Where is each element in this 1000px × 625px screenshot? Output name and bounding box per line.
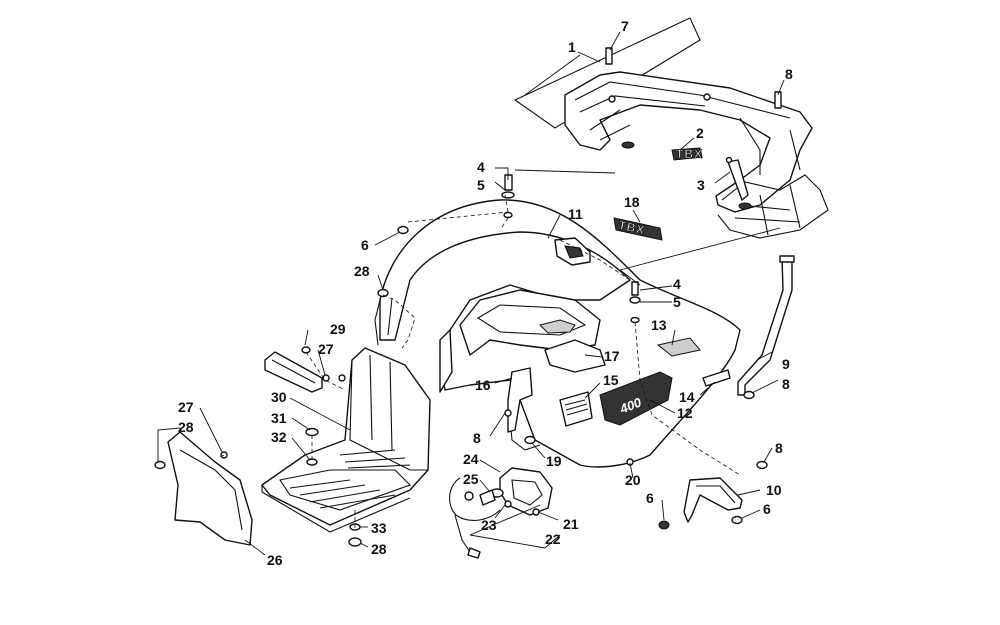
callout-32: 32: [271, 429, 287, 445]
callout-6a: 6: [361, 237, 369, 253]
callout-25: 25: [463, 471, 479, 487]
callout-11: 11: [568, 206, 583, 222]
callout-27b: 27: [178, 399, 194, 415]
callout-3: 3: [697, 177, 705, 193]
callout-16: 16: [475, 377, 491, 393]
callout-19: 19: [546, 453, 562, 469]
fender-decal: [656, 337, 701, 357]
callout-5a: 5: [477, 177, 485, 193]
callout-6c: 6: [763, 501, 771, 517]
callout-33: 33: [371, 520, 387, 536]
callouts: 1 2 3 4 5 4 5 6 6 6 7 8 8 8 8 9 10 11 12…: [178, 18, 793, 568]
brand-decal: TBX: [613, 217, 663, 241]
footwell: [261, 347, 431, 533]
rack-support-tube: [737, 257, 793, 396]
callout-24: 24: [463, 451, 479, 467]
fender-bracket: [507, 367, 533, 433]
leader-lines: [157, 31, 785, 556]
callout-15: 15: [603, 372, 619, 388]
assembly-lines: [217, 194, 741, 528]
brand-decal-text: TBX: [617, 218, 646, 237]
rear-rack: [513, 17, 829, 239]
callout-21: 21: [563, 516, 579, 532]
callout-4b: 4: [673, 276, 681, 292]
callout-9: 9: [782, 356, 790, 372]
callout-14: 14: [679, 389, 695, 405]
callout-28b: 28: [178, 419, 194, 435]
callout-8b: 8: [782, 376, 790, 392]
callout-23: 23: [481, 517, 497, 533]
hardware: [154, 47, 782, 547]
callout-13: 13: [651, 317, 667, 333]
callout-12: 12: [677, 405, 693, 421]
tube-cap: [779, 255, 795, 263]
tail-light-assembly: [449, 467, 561, 559]
callout-17: 17: [604, 348, 620, 364]
callout-20: 20: [625, 472, 641, 488]
callout-7: 7: [621, 18, 629, 34]
callout-8d: 8: [775, 440, 783, 456]
reflector: [702, 369, 731, 387]
callout-27a: 27: [318, 341, 334, 357]
model-decal: 400: [599, 371, 673, 426]
callout-28c: 28: [371, 541, 387, 557]
callout-8c: 8: [473, 430, 481, 446]
rack-emblem: TBX: [671, 147, 703, 161]
callout-22: 22: [545, 531, 561, 547]
callout-29: 29: [330, 321, 346, 337]
bumper-bracket: [683, 477, 743, 523]
callout-2: 2: [696, 125, 704, 141]
callout-28a: 28: [354, 263, 370, 279]
callout-1: 1: [568, 39, 576, 55]
callout-31: 31: [271, 410, 287, 426]
side-panel: [167, 431, 253, 546]
callout-30: 30: [271, 389, 287, 405]
callout-5b: 5: [673, 294, 681, 310]
rack-emblem-text: TBX: [676, 147, 703, 161]
callout-8a: 8: [785, 66, 793, 82]
callout-26: 26: [267, 552, 283, 568]
callout-6b: 6: [646, 490, 654, 506]
callout-4a: 4: [477, 159, 485, 175]
callout-10: 10: [766, 482, 782, 498]
rack-bracket: [725, 156, 749, 201]
callout-18: 18: [624, 194, 640, 210]
